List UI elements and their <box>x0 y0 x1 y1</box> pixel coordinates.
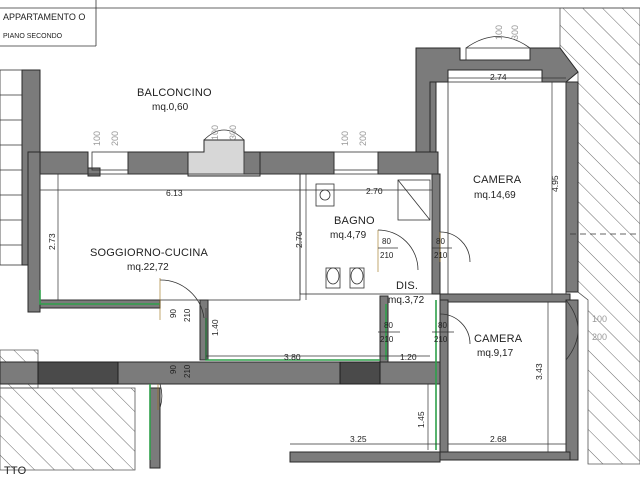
door-dis-right-h: 210 <box>434 335 448 344</box>
left-hatch <box>0 387 136 471</box>
room-soggiorno-name: SOGGIORNO-CUCINA <box>90 247 209 259</box>
room-dis-name: DIS. <box>396 280 418 292</box>
door-camera1-w: 80 <box>436 237 445 246</box>
window-1-a: 100 <box>92 131 102 146</box>
room-bagno-name: BAGNO <box>334 215 375 227</box>
door-soggiorno-w: 90 <box>169 309 178 318</box>
dimension-labels: 6.13 2.70 2.74 4.95 2.73 2.70 1.40 3.80 … <box>47 72 560 444</box>
dim-6-13: 6.13 <box>166 188 183 198</box>
windows: 100 200 100 300 100 200 100 300 100 200 <box>91 25 607 361</box>
room-balconcino-area: mq.0,60 <box>152 102 189 113</box>
room-labels: BALCONCINO mq.0,60 SOGGIORNO-CUCINA mq.2… <box>90 87 523 359</box>
room-camera-2-area: mq.9,17 <box>477 348 514 359</box>
window-3-b: 300 <box>228 125 238 140</box>
window-2-a: 100 <box>340 131 350 146</box>
door-dis-left-w: 80 <box>384 321 393 330</box>
dim-3-80: 3.80 <box>284 352 301 362</box>
door-entry-w: 90 <box>169 365 178 374</box>
room-dis-area: mq.3,72 <box>388 295 425 306</box>
room-camera-2-name: CAMERA <box>474 333 523 345</box>
dim-1-40: 1.40 <box>210 319 220 336</box>
door-camera1-h: 210 <box>434 251 448 260</box>
door-entry-h: 210 <box>183 364 192 378</box>
dim-3-43: 3.43 <box>534 363 544 380</box>
dim-2-74: 2.74 <box>490 72 507 82</box>
window-3-a: 100 <box>210 125 220 140</box>
dim-4-95: 4.95 <box>550 175 560 192</box>
window-6-a: 100 <box>592 314 607 324</box>
window-1-b: 200 <box>110 131 120 146</box>
door-soggiorno-h: 210 <box>183 308 192 322</box>
dim-3-25: 3.25 <box>350 434 367 444</box>
header-frame <box>0 0 640 47</box>
room-soggiorno-area: mq.22,72 <box>127 262 169 273</box>
plan-subtitle: PIANO SECONDO <box>3 33 63 40</box>
door-bagno-h: 210 <box>380 251 394 260</box>
room-balconcino-name: BALCONCINO <box>137 87 212 99</box>
walls <box>0 47 579 469</box>
plan-title: APPARTAMENTO O <box>3 12 86 22</box>
room-camera-1-area: mq.14,69 <box>474 190 516 201</box>
bathroom-fixtures <box>315 179 431 289</box>
hatched-areas <box>0 7 640 471</box>
room-bagno-area: mq.4,79 <box>330 230 367 241</box>
dim-2-70-top: 2.70 <box>366 186 383 196</box>
dim-2-73: 2.73 <box>47 233 57 250</box>
dimension-lines <box>40 77 566 452</box>
room-camera-1-name: CAMERA <box>473 174 522 186</box>
window-2-b: 200 <box>358 131 368 146</box>
dim-2-68: 2.68 <box>490 434 507 444</box>
door-dis-right-w: 80 <box>438 321 447 330</box>
doors <box>157 229 471 410</box>
door-bagno-w: 80 <box>382 237 391 246</box>
dim-2-70-side: 2.70 <box>294 231 304 248</box>
window-5-a: 100 <box>494 25 504 40</box>
window-5-b: 300 <box>510 25 520 40</box>
footer-fragment: TTO <box>4 465 27 477</box>
inner-outlines <box>39 81 640 453</box>
door-labels: 80 210 80 210 80 210 80 210 90 210 90 21… <box>169 237 454 378</box>
dim-1-45: 1.45 <box>416 411 426 428</box>
window-6-b: 200 <box>592 332 607 342</box>
dim-1-20: 1.20 <box>400 352 417 362</box>
door-dis-left-h: 210 <box>380 335 394 344</box>
